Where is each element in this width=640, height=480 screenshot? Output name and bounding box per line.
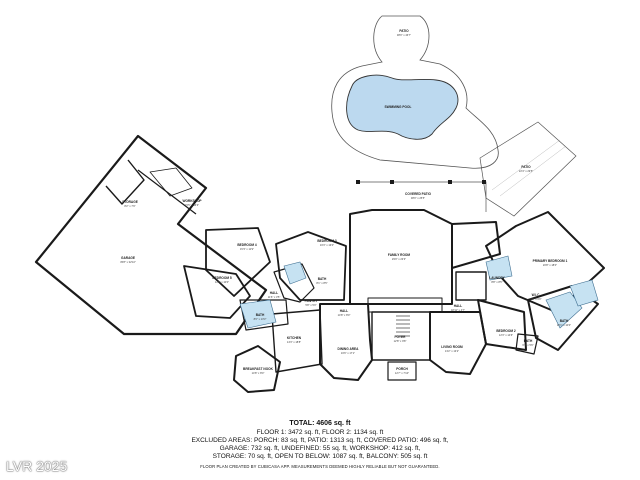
label-bath-b5: BATH [256, 313, 265, 317]
label-bath-b3: BATH [318, 277, 327, 281]
top-patio [331, 15, 499, 169]
dims-laundry: 8'8" x 8'5" [491, 280, 502, 284]
label-foyer: FOYER [395, 335, 407, 339]
label-bedroom3: BEDROOM 3 [317, 239, 337, 243]
dims-bedroom4: 15'3" x 11'9" [240, 247, 254, 251]
right-patio [479, 121, 577, 217]
label-living-room: LIVING ROOM [441, 345, 463, 349]
dims-kitchen: 14'3" x 18'8" [287, 340, 301, 344]
dims-bath-b5: 8'0" x 13'3" [254, 317, 267, 321]
lvr-watermark: LVR 2025 [6, 458, 68, 474]
dims-wic: 9'0" x 6'0" [530, 297, 541, 301]
total-area: TOTAL: 4606 sq. ft [289, 420, 351, 427]
bath-fixtures [239, 255, 599, 329]
main-house [233, 209, 487, 393]
label-pool: SWIMMING POOL [385, 105, 412, 109]
dims-storage: 8'2" x 7'9" [124, 204, 135, 208]
label-covered-patio: COVERED PATIO [405, 192, 431, 196]
label-dining-area: DINING AREA [338, 347, 360, 351]
dims-porch: 12'7" x 7'10" [395, 371, 409, 375]
label-family-room: FAMILY ROOM [388, 253, 410, 257]
label-workshop: WORKSHOP [182, 199, 202, 203]
covered-patio-structure [356, 180, 487, 212]
excluded-areas-storage: STORAGE: 70 sq. ft, OPEN TO BELOW: 1087 … [212, 453, 428, 460]
label-hall-b4: HALL [270, 291, 279, 295]
label-storage: STORAGE [122, 200, 138, 204]
dims-family-room: 29'0" x 23'3" [392, 257, 406, 261]
label-kitchen: KITCHEN [287, 336, 302, 340]
dims-pantry: 5'8" x 5'0" [305, 303, 316, 307]
label-garage: GARAGE [121, 256, 135, 260]
dims-workshop: 15'5" x 16'3" [185, 203, 199, 207]
disclaimer-footer: FLOOR PLAN CREATED BY CUBICASA APP. MEAS… [200, 464, 440, 469]
dims-covered-patio: 38'0" x 25'5" [411, 196, 425, 200]
foyer-stairs [396, 315, 410, 337]
dims-hall-left: 14'8" x 8'0" [338, 313, 351, 317]
dims-primary-bedroom: 20'8" x 18'0" [543, 263, 557, 267]
label-primary-bedroom: PRIMARY BEDROOM 1 [533, 259, 568, 263]
swimming-pool [346, 74, 459, 140]
label-porch: PORCH [396, 367, 408, 371]
floor-areas: FLOOR 1: 3472 sq. ft, FLOOR 2: 1134 sq. … [256, 429, 384, 436]
label-hall-right: HALL [454, 304, 463, 308]
dims-hall-b4: 11'6" x 3'5" [268, 295, 281, 299]
label-bedroom4: BEDROOM 4 [237, 243, 257, 247]
label-patio-right: PATIO [521, 165, 531, 169]
dims-garage: 35'8" x 32'10" [120, 260, 136, 264]
dims-bath-primary: 16'1" x 10'0" [557, 323, 571, 327]
excluded-areas-continued: GARAGE: 732 sq. ft, UNDEFINED: 55 sq. ft… [219, 445, 421, 452]
dims-breakfast-nook: 14'8" x 8'0" [252, 371, 265, 375]
room-labels: PATIO 38'0" x 46'7" SWIMMING POOL PATIO … [120, 29, 571, 375]
dims-living-room: 13'2" x 13'2" [445, 349, 459, 353]
dims-bedroom3: 16'3" x 13'0" [320, 243, 334, 247]
dims-patio-right: 22'4" x 29'5" [519, 169, 533, 173]
dims-bedroom2: 12'3" x 14'6" [499, 333, 513, 337]
label-bath-b2: BATH [524, 339, 533, 343]
dims-dining-area: 16'6" x 17'1" [341, 351, 355, 355]
label-patio-top: PATIO [399, 29, 409, 33]
label-hall-left: HALL [340, 309, 349, 313]
label-wic: W.I.C. [532, 293, 541, 297]
dims-bath-b3: 8'1" x 8'5" [316, 281, 327, 285]
dims-bath-b2: 6'3" x 5'6" [522, 343, 533, 347]
excluded-areas: EXCLUDED AREAS: PORCH: 83 sq. ft, PATIO:… [191, 437, 449, 444]
dims-patio-top: 38'0" x 46'7" [397, 33, 411, 37]
dims-hall-right: 18'11" x 4'7" [451, 308, 465, 312]
label-pantry: PANTRY [305, 299, 319, 303]
label-bedroom2: BEDROOM 2 [496, 329, 516, 333]
garage-wing [34, 134, 268, 336]
label-breakfast-nook: BREAKFAST NOOK [243, 367, 274, 371]
dims-foyer: 12'8" x 9'8" [394, 339, 407, 343]
dims-bedroom5: 12'8" x 10'0" [215, 280, 229, 284]
label-bedroom5: BEDROOM 5 [212, 276, 232, 280]
label-bath-primary: BATH [560, 319, 569, 323]
label-laundry: LAUNDRY [489, 276, 505, 280]
